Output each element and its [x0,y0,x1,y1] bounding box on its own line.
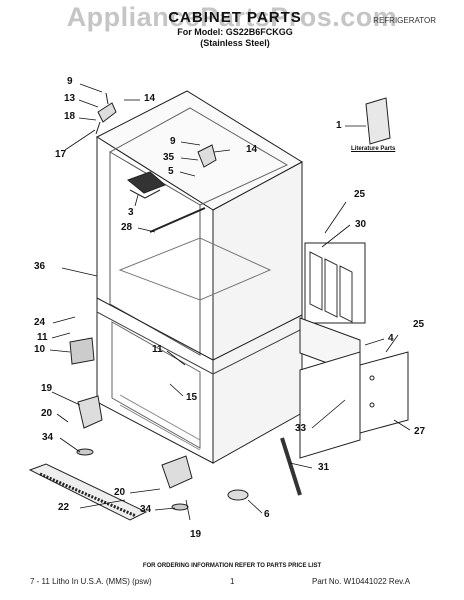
leveling-leg-left [76,448,94,456]
callout-31: 31 [318,462,330,473]
toe-grille [28,463,148,521]
callout-11: 11 [37,332,48,343]
cabinet-side [212,161,303,464]
control-box [69,337,95,365]
callout-14-center: 14 [246,144,258,155]
divider-mullion [96,297,303,361]
callout-34: 34 [42,432,54,443]
callout-24: 24 [34,317,46,328]
callout-34-lower: 34 [140,504,152,515]
callout-9: 9 [67,76,73,87]
plug-button [227,489,249,501]
callout-20: 20 [41,408,53,419]
callout-18: 18 [64,111,76,122]
watermark: AppliancePartsPros.com [66,2,398,32]
lower-hinge-right [161,455,193,489]
condenser-grille [304,242,366,324]
rear-panel [299,351,361,459]
title-text: CABINET PARTS [168,9,302,26]
footer-part-number: Part No. W10441022 Rev.A [312,577,411,586]
lower-hinge-left [77,395,103,429]
callout-4: 4 [388,333,394,344]
cabinet-inner-upper [109,151,201,356]
callout-6: 6 [264,509,270,520]
callout-10: 10 [34,344,46,355]
callout-14: 14 [144,93,156,104]
product-type-label: REFRIGERATOR [373,16,436,25]
variant-line: (Stainless Steel) [200,38,270,48]
callout-15: 15 [186,392,198,403]
side-panel [359,351,409,434]
callout-25: 25 [354,189,366,200]
callout-25-lower: 25 [413,319,425,330]
center-hinge [197,144,217,168]
footer-litho: 7 - 11 Litho In U.S.A. (MMS) (psw) [30,577,152,586]
callout-30: 30 [355,219,367,230]
callout-33: 33 [295,423,307,434]
callout-35: 35 [163,152,175,163]
light-housing [126,171,166,194]
model-line: For Model: GS22B6FCKGG [177,27,293,37]
light-rod [149,207,206,233]
callout-5: 5 [168,166,174,177]
page-title: CABINET PARTS For Model: GS22B6FCKGG (St… [120,10,350,49]
cabinet-inner-lower [111,321,201,449]
callout-19: 19 [41,383,53,394]
drain-tube [280,437,302,496]
top-left-hinge [95,102,117,135]
leveling-leg-right [171,503,189,511]
callout-13: 13 [64,93,76,104]
callout-9-center: 9 [170,136,176,147]
callout-19-lower: 19 [190,529,202,540]
footer-page-number: 1 [230,577,235,586]
callout-36: 36 [34,261,46,272]
callout-27: 27 [414,426,426,437]
callout-22: 22 [58,502,70,513]
callout-28: 28 [121,222,133,233]
literature-book [365,97,391,145]
callout-17: 17 [55,149,67,160]
callout-3: 3 [128,207,134,218]
ordering-note: FOR ORDERING INFORMATION REFER TO PARTS … [142,563,322,569]
callout-1: 1 [336,120,342,131]
callout-20-lower: 20 [114,487,126,498]
callout-11-lower: 11 [152,344,163,355]
literature-label: Literature Parts [351,146,396,152]
